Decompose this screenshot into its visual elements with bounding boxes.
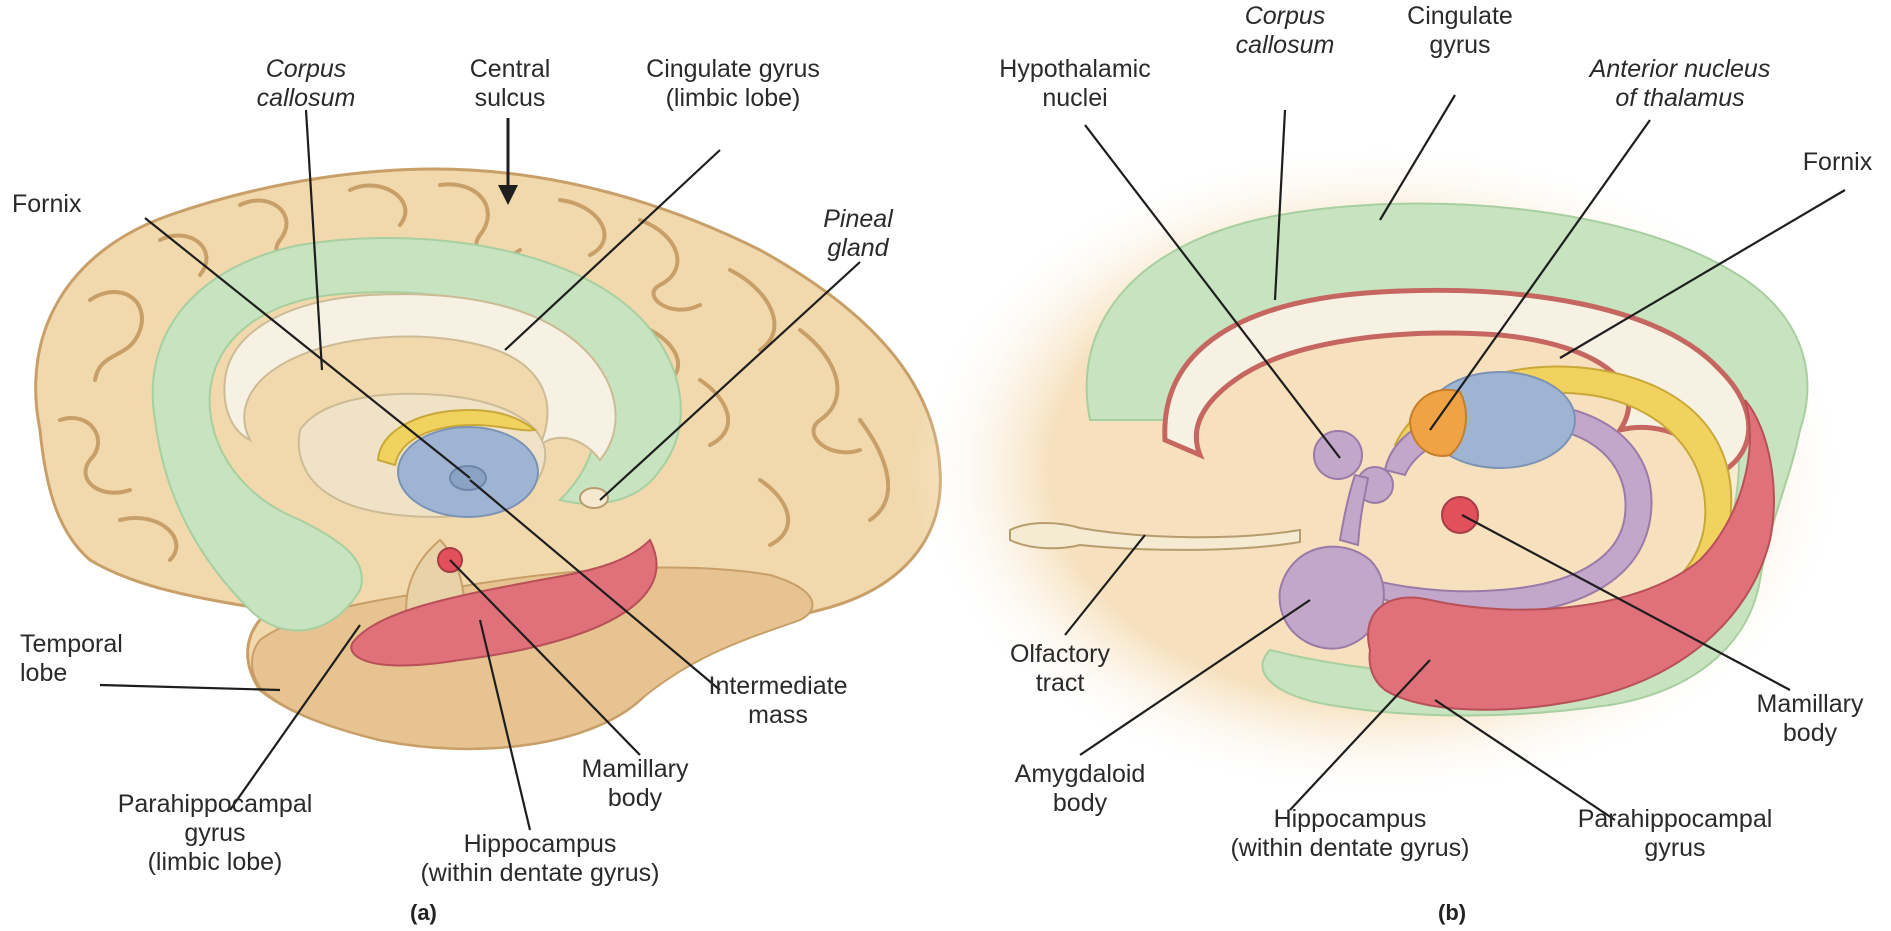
label-b-anterior-nucleus: Anterior nucleus of thalamus bbox=[1560, 55, 1800, 113]
label-a-cingulate-gyrus: Cingulate gyrus (limbic lobe) bbox=[618, 55, 848, 113]
label-a-corpus-callosum: Corpus callosum bbox=[236, 55, 376, 113]
mamillary-body-shape-b bbox=[1442, 497, 1478, 533]
label-a-fornix: Fornix bbox=[12, 190, 132, 219]
label-b-cingulate-gyrus: Cingulate gyrus bbox=[1390, 2, 1530, 60]
label-b-parahippocampal-gyrus: Parahippocampal gyrus bbox=[1560, 805, 1790, 863]
label-b-mamillary-body: Mamillary body bbox=[1740, 690, 1880, 748]
label-a-parahippocampal-gyrus: Parahippocampal gyrus (limbic lobe) bbox=[100, 790, 330, 877]
label-a-hippocampus: Hippocampus (within dentate gyrus) bbox=[390, 830, 690, 888]
label-a-temporal-lobe: Temporal lobe bbox=[20, 630, 140, 688]
label-b-olfactory-tract: Olfactory tract bbox=[990, 640, 1130, 698]
label-a-pineal-gland: Pineal gland bbox=[798, 205, 918, 263]
label-a-central-sulcus: Central sulcus bbox=[440, 55, 580, 113]
label-b-amygdaloid-body: Amygdaloid body bbox=[1005, 760, 1155, 818]
panel-a-tag: (a) bbox=[410, 900, 437, 926]
panel-b-limbic bbox=[910, 140, 1850, 800]
label-b-corpus-callosum: Corpus callosum bbox=[1215, 2, 1355, 60]
label-a-intermediate-mass: Intermediate mass bbox=[688, 672, 868, 730]
label-b-hypothalamic-nuclei: Hypothalamic nuclei bbox=[975, 55, 1175, 113]
label-b-fornix: Fornix bbox=[1790, 148, 1885, 177]
label-b-hippocampus: Hippocampus (within dentate gyrus) bbox=[1200, 805, 1500, 863]
panel-b-tag: (b) bbox=[1438, 900, 1466, 926]
intermediate-mass-shape bbox=[450, 466, 486, 490]
label-a-mamillary-body: Mamillary body bbox=[565, 755, 705, 813]
